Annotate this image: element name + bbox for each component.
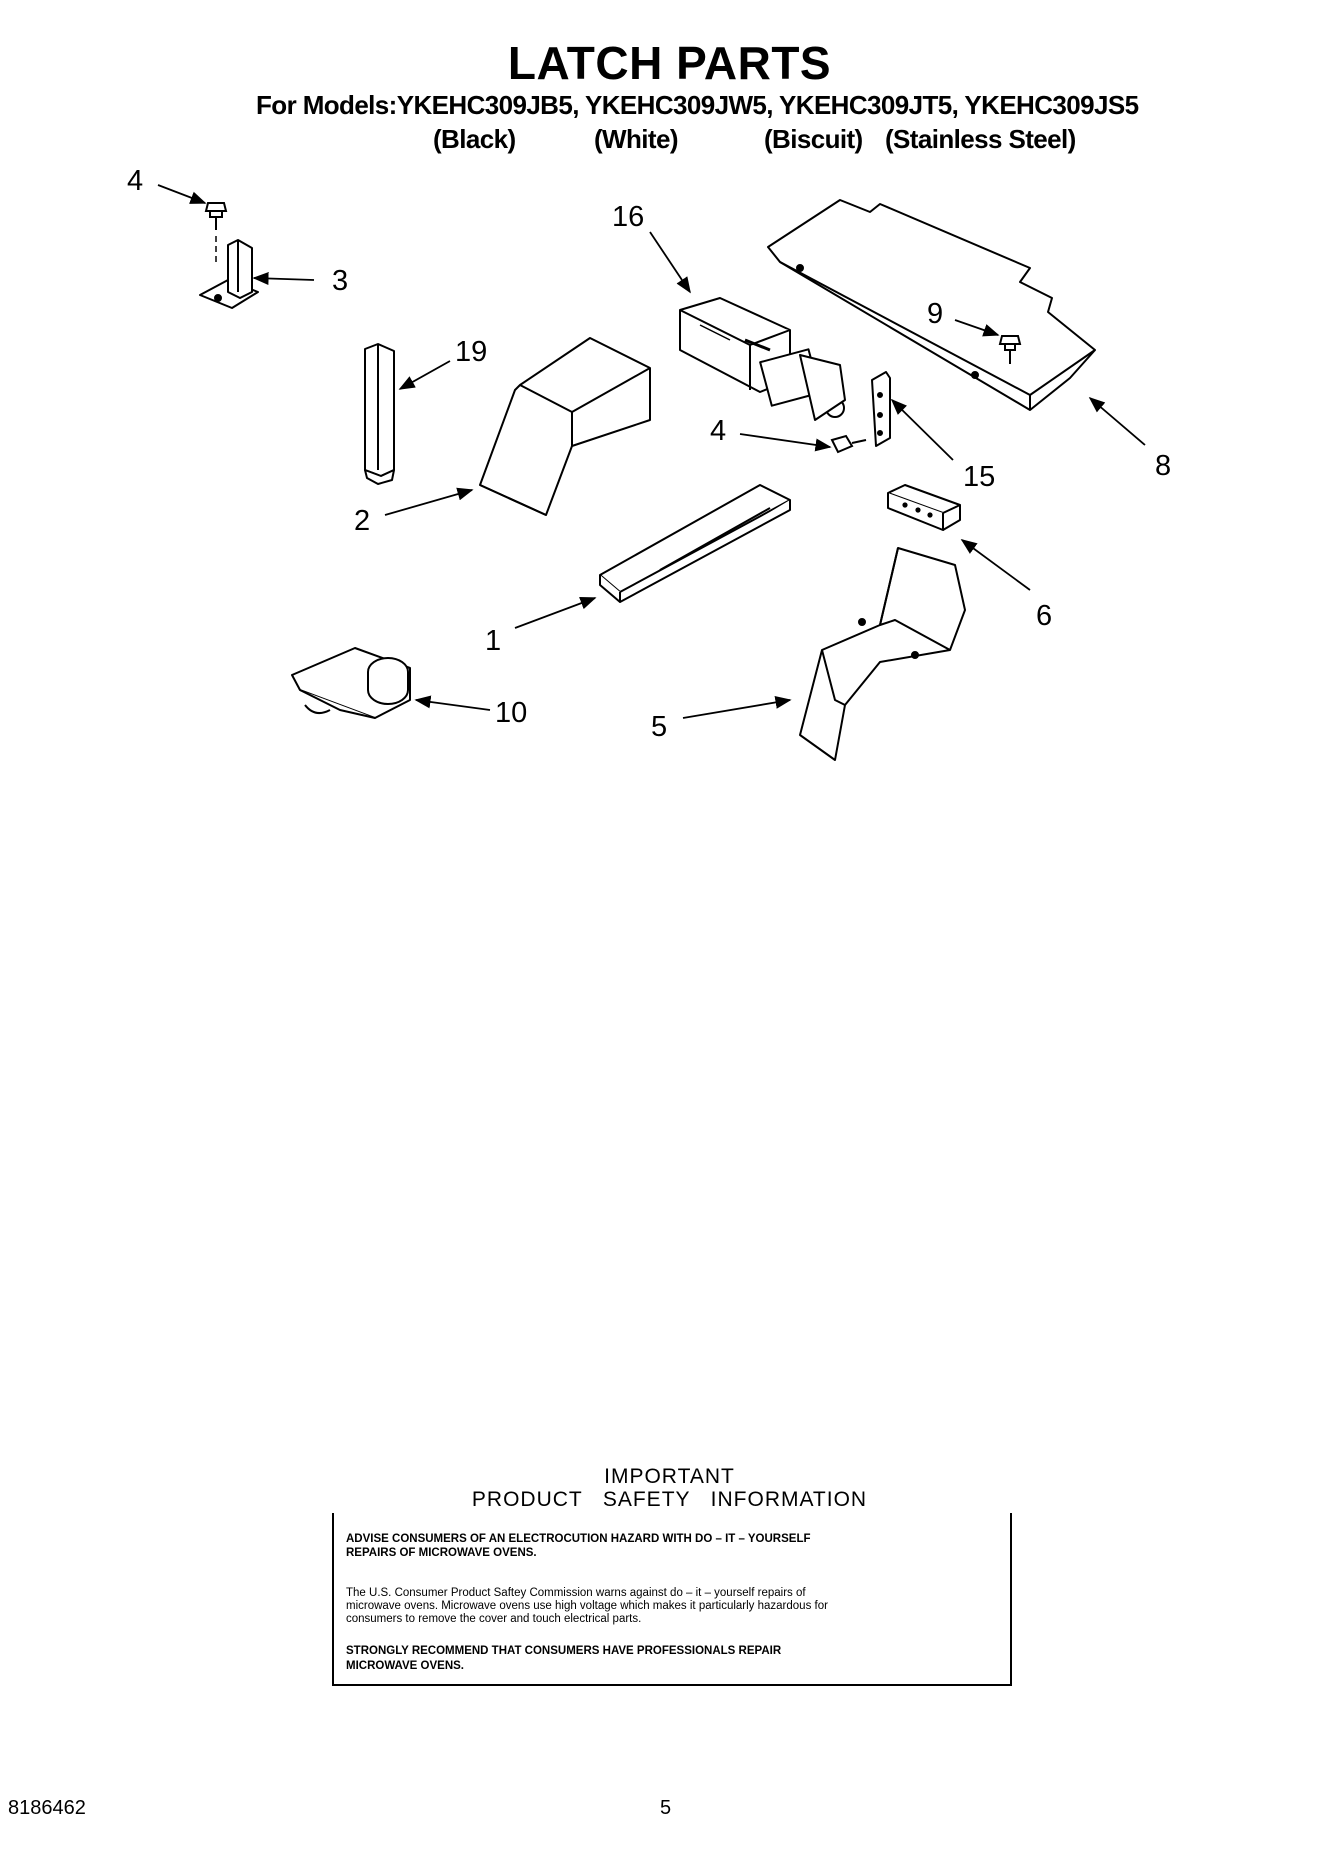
safety-heading-title: PRODUCT SAFETY INFORMATION [471,1488,868,1511]
rail-part-8 [767,199,1096,411]
bracket-part-15 [871,371,891,447]
switch-assembly-part-10 [291,647,411,719]
callout-3: 3 [332,265,348,297]
cover-part-5 [799,547,966,761]
variant-biscuit: (Biscuit) [764,124,863,154]
variant-black: (Black) [433,124,516,154]
bracket-part-3 [199,239,259,309]
callout-4-middle: 4 [710,415,726,447]
callout-6: 6 [1036,600,1052,632]
callout-5: 5 [651,711,667,743]
variant-stainless-steel: (Stainless Steel) [885,124,1076,154]
callout-8: 8 [1155,450,1171,482]
safety-heading-important: IMPORTANT [604,1465,735,1488]
callout-16: 16 [612,201,644,233]
screw-part-4-middle [830,434,867,454]
safety-body-line-1: The U.S. Consumer Product Saftey Commiss… [346,1587,806,1599]
callout-4-top: 4 [127,165,143,197]
safety-information-box [332,1513,1012,1686]
screw-part-4-top [204,202,228,230]
models-line: For Models:YKEHC309JB5, YKEHC309JW5, YKE… [256,90,1139,120]
safety-body-line-3: consumers to remove the cover and touch … [346,1613,642,1625]
safety-body-line-2: microwave ovens. Microwave ovens use hig… [346,1600,828,1612]
duct-cover-part-2 [479,337,651,516]
variant-white: (White) [594,124,678,154]
safety-advise-line-1: ADVISE CONSUMERS OF AN ELECTROCUTION HAZ… [346,1533,811,1545]
block-part-6 [887,484,961,531]
callout-10: 10 [495,697,527,729]
callout-2: 2 [354,505,370,537]
plate-part-1 [599,484,791,603]
safety-advise-line-2: REPAIRS OF MICROWAVE OVENS. [346,1547,537,1559]
strip-part-19 [364,343,395,485]
screw-part-9 [998,335,1022,364]
leader-arrows [157,184,1146,719]
latch-assembly-part-16 [679,297,846,421]
page-title: LATCH PARTS [507,37,832,89]
page-number: 5 [660,1797,672,1819]
safety-recommend-line-2: MICROWAVE OVENS. [346,1660,464,1672]
callout-19: 19 [455,336,487,368]
document-number: 8186462 [8,1797,86,1819]
callout-9: 9 [927,298,943,330]
callout-15: 15 [963,461,995,493]
callout-1: 1 [485,625,501,657]
safety-recommend-line-1: STRONGLY RECOMMEND THAT CONSUMERS HAVE P… [346,1645,782,1657]
